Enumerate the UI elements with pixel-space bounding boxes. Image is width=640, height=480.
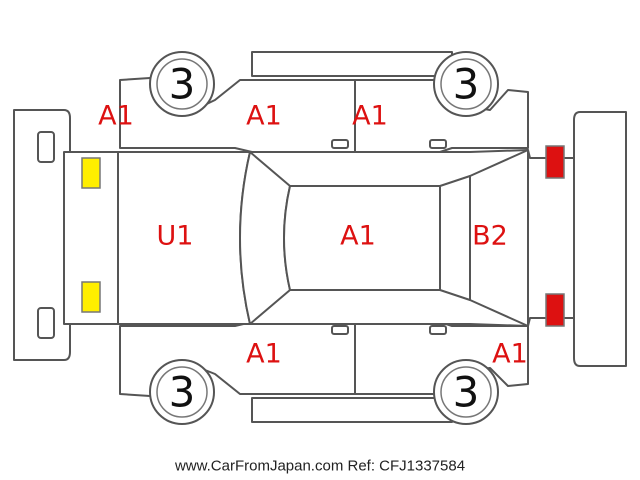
front-light-bottom — [81, 281, 101, 313]
wheel-rating: 3 — [169, 368, 196, 417]
rear-light-bottom — [545, 293, 565, 327]
left-side-panel — [119, 51, 529, 153]
wheel-rear-right: 3 — [433, 359, 499, 425]
watermark-text: www.CarFromJapan.com Ref: CFJ1337584 — [174, 458, 465, 475]
code-roof: A1 — [340, 221, 376, 252]
wheel-front-right: 3 — [433, 51, 499, 117]
wheel-rear-left: 3 — [149, 359, 215, 425]
code-right-front-door: A1 — [246, 339, 282, 370]
roof-panel — [283, 185, 441, 291]
wheel-front-left: 3 — [149, 51, 215, 117]
code-left-front-door: A1 — [246, 101, 282, 132]
code-right-rear-fender: A1 — [492, 339, 528, 370]
front-light-top — [81, 157, 101, 189]
code-left-front-fender: A1 — [98, 101, 134, 132]
rear-window — [439, 175, 471, 301]
front-bumper — [13, 109, 71, 361]
trunk-panel — [469, 149, 529, 327]
code-trunk: B2 — [472, 221, 508, 252]
car-body-top-view — [63, 145, 575, 327]
wheel-rating: 3 — [453, 368, 480, 417]
rear-light-top — [545, 145, 565, 179]
code-hood: U1 — [157, 221, 194, 252]
wheel-rating: 3 — [453, 60, 480, 109]
code-left-rear-door: A1 — [352, 101, 388, 132]
rear-bumper — [573, 111, 627, 367]
wheel-rating: 3 — [169, 60, 196, 109]
